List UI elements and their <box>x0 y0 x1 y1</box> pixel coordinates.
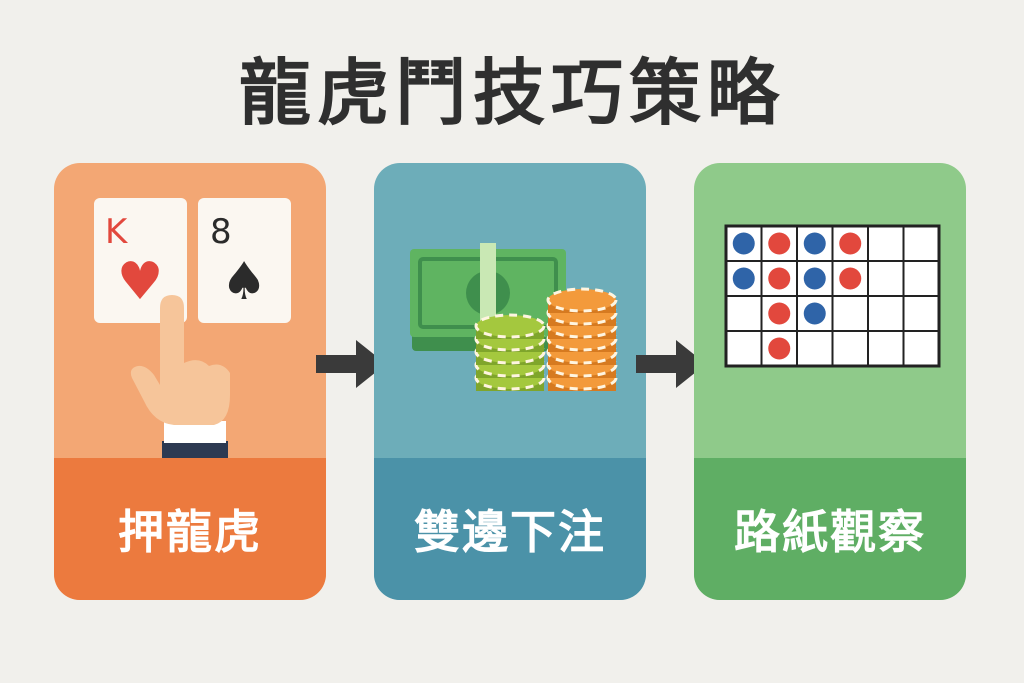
road-map-grid-icon <box>724 224 941 368</box>
playing-card-left <box>94 198 187 323</box>
step-label: 押龍虎 <box>118 505 262 559</box>
blue-marker <box>732 267 755 290</box>
page-title: 龍虎鬥技巧策略 <box>238 51 785 135</box>
arrow-right-icon <box>636 340 706 388</box>
step-card-bet-both-sides: 雙邊下注 <box>374 163 646 600</box>
red-marker <box>768 267 791 290</box>
green-chip-stack-icon <box>474 313 546 391</box>
step-label: 雙邊下注 <box>414 505 606 559</box>
card-right-rank: 8 <box>210 212 232 252</box>
step-card-road-map: 路紙觀察 <box>694 163 966 600</box>
chip-top <box>474 313 546 339</box>
blue-marker <box>803 232 826 255</box>
orange-chip-stack-icon <box>546 287 618 391</box>
spade-suit-icon: ♠ <box>221 252 268 312</box>
card-left-rank: K <box>105 212 129 252</box>
playing-cards-pointing-hand-icon: K ♥ 8 ♠ <box>94 198 291 458</box>
arrow-right-icon <box>316 340 386 388</box>
red-marker <box>768 232 791 255</box>
blue-marker <box>732 232 755 255</box>
red-marker <box>768 337 791 360</box>
step-label: 路紙觀察 <box>734 505 926 559</box>
pointing-hand-icon <box>130 295 230 458</box>
red-marker <box>839 267 862 290</box>
step-card-bet-dragon-tiger: K ♥ 8 ♠ 押龍虎 <box>54 163 326 600</box>
red-marker <box>839 232 862 255</box>
blue-marker <box>803 302 826 325</box>
cash-and-chips-icon <box>410 243 618 391</box>
heart-suit-icon: ♥ <box>117 252 164 312</box>
chip-top <box>546 287 618 313</box>
red-marker <box>768 302 791 325</box>
playing-card-right <box>198 198 291 323</box>
blue-marker <box>803 267 826 290</box>
